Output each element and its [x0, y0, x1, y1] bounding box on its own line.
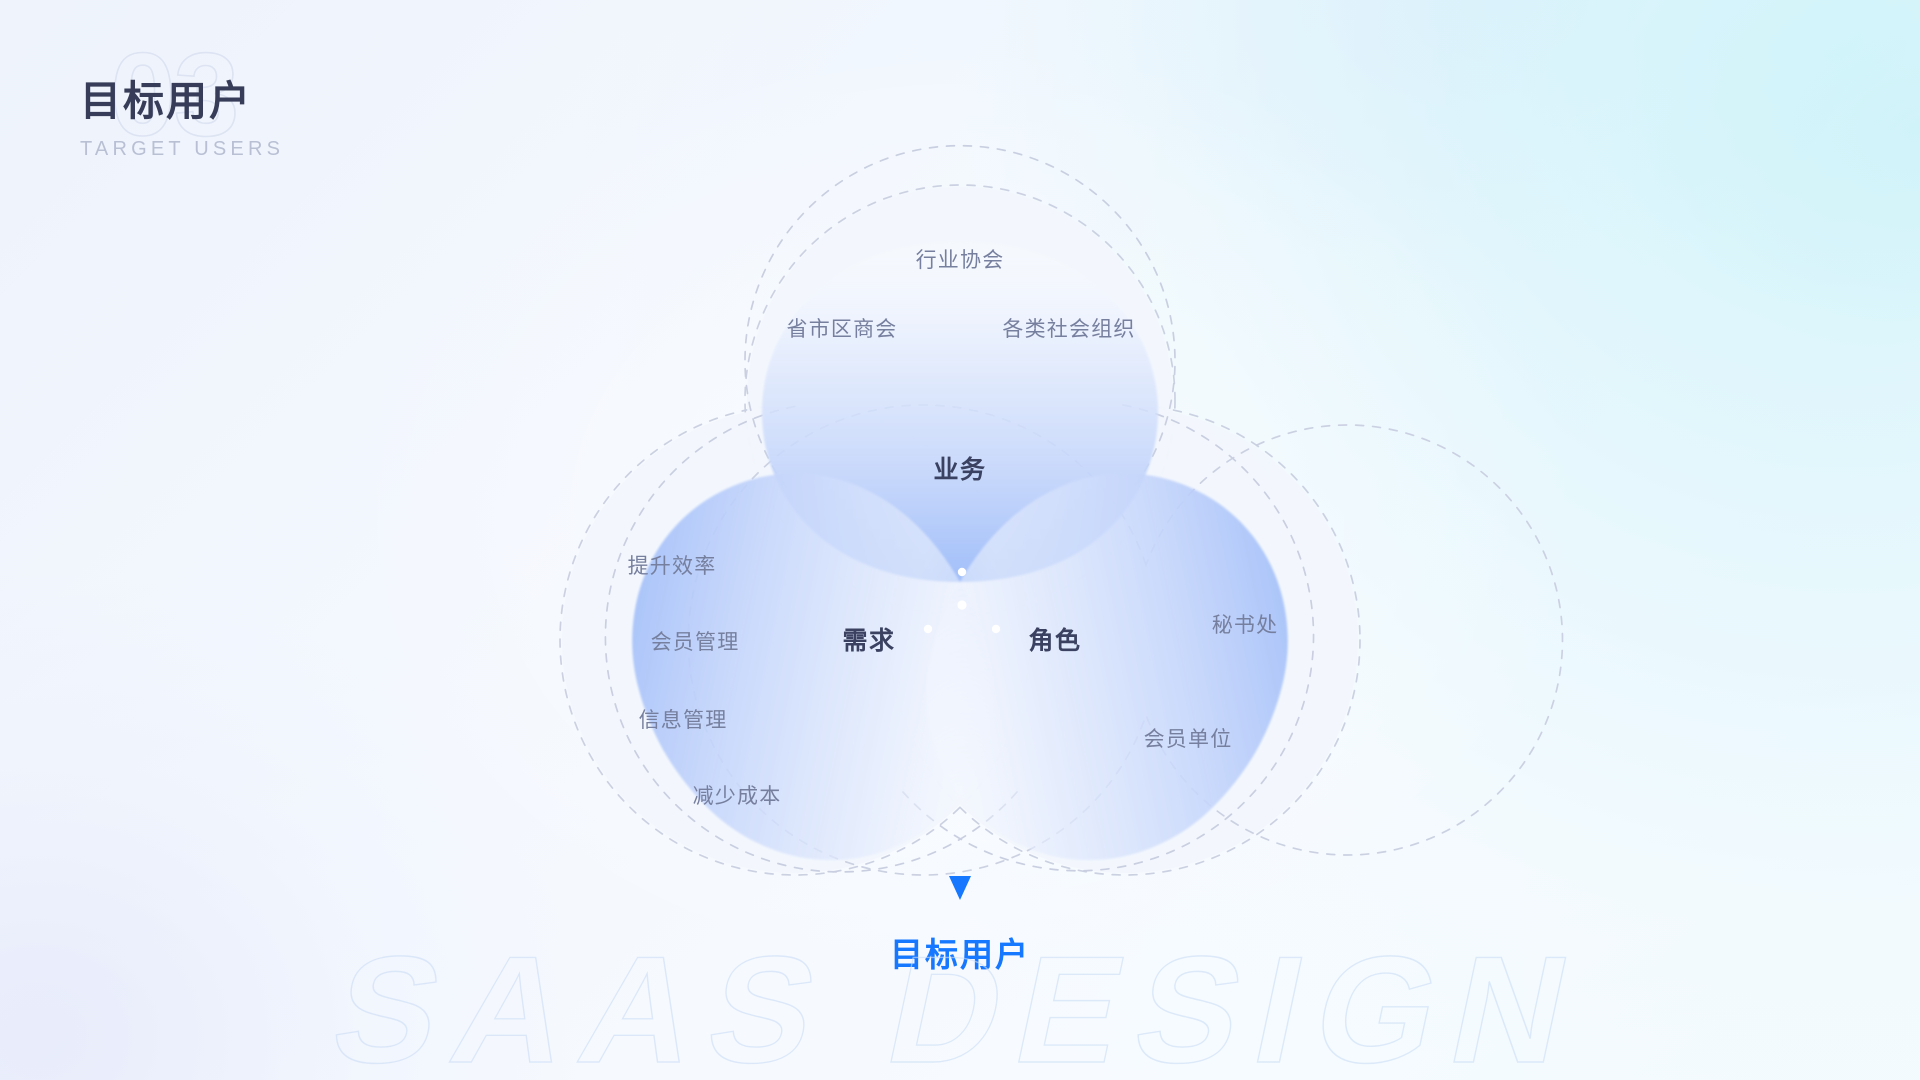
- petal-demand: [632, 473, 994, 861]
- intersection-dot-center: [957, 600, 967, 610]
- page-title: 目标用户: [80, 78, 252, 124]
- outer-label-information-management: 信息管理: [638, 709, 728, 732]
- petal-label-demand: 需求: [842, 627, 896, 655]
- venn-petals: [632, 241, 1288, 861]
- intersection-dots: [923, 567, 1001, 634]
- cloud-outline-visible: [687, 404, 1564, 876]
- section-number-watermark: 03: [109, 29, 240, 161]
- outer-label-social-organizations: 各类社会组织: [1002, 318, 1136, 341]
- outer-label-reduce-cost: 减少成本: [692, 785, 782, 808]
- petal-business: [762, 241, 1158, 582]
- outer-label-provincial-chamber: 省市区商会: [786, 318, 898, 341]
- outer-label-industry-association: 行业协会: [915, 249, 1005, 272]
- outer-label-improve-efficiency: 提升效率: [627, 555, 717, 578]
- flow-arrow: [949, 678, 971, 900]
- cloud-outline: [559, 184, 1361, 876]
- saas-design-watermark: SAAS DESIGN: [319, 924, 1602, 1080]
- slide-header: 03 目标用户 TARGET USERS: [80, 35, 285, 161]
- petal-label-business: 业务: [933, 456, 987, 484]
- outer-label-secretariat: 秘书处: [1211, 614, 1279, 637]
- intersection-dot-upper: [957, 567, 967, 577]
- page-subtitle: TARGET USERS: [80, 138, 285, 161]
- intersection-dot-left: [923, 624, 933, 634]
- outer-label-member-management: 会员管理: [650, 631, 740, 654]
- petal-label-role: 角色: [1028, 627, 1082, 655]
- petal-role: [926, 473, 1288, 861]
- conclusion-label: 目标用户: [890, 936, 1030, 973]
- intersection-dot-right: [991, 624, 1001, 634]
- outer-label-member-unit: 会员单位: [1143, 728, 1233, 751]
- cloud-interior-mask: [562, 187, 1358, 873]
